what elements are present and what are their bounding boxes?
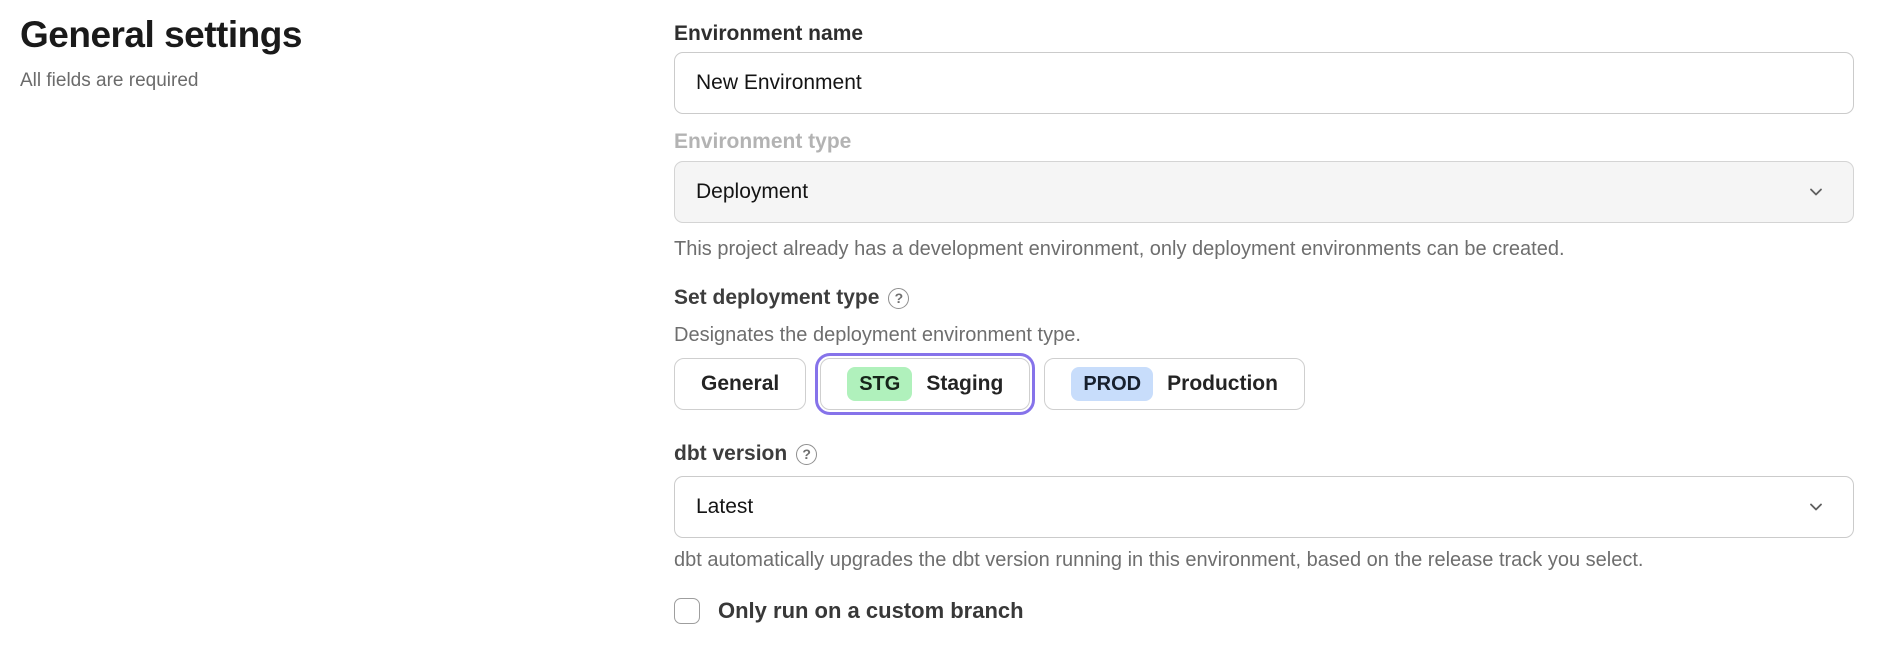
- environment-type-value: Deployment: [696, 180, 809, 203]
- page-title: General settings: [20, 14, 302, 55]
- chevron-down-icon: [1806, 182, 1826, 202]
- staging-badge: STG: [847, 367, 913, 401]
- page-subtitle: All fields are required: [20, 70, 199, 91]
- environment-form: Environment name Environment type Deploy…: [674, 0, 1854, 660]
- custom-branch-label[interactable]: Only run on a custom branch: [718, 598, 1024, 623]
- deployment-type-heading: Set deployment type ?: [674, 286, 1854, 310]
- dbt-version-helper: dbt automatically upgrades the dbt versi…: [674, 549, 1644, 571]
- dbt-version-value: Latest: [696, 495, 754, 518]
- chevron-down-icon: [1806, 497, 1826, 517]
- deployment-type-heading-text: Set deployment type: [674, 286, 880, 309]
- deployment-type-option-label: General: [701, 372, 780, 395]
- production-badge: PROD: [1071, 367, 1154, 401]
- help-icon[interactable]: ?: [888, 287, 910, 309]
- deployment-type-option-general[interactable]: General: [674, 358, 807, 410]
- deployment-type-option-label: Production: [1167, 372, 1278, 395]
- environment-name-label: Environment name: [674, 22, 864, 45]
- deployment-type-option-production[interactable]: PROD Production: [1044, 358, 1305, 410]
- environment-type-select: Deployment: [674, 161, 1854, 223]
- dbt-version-heading-text: dbt version: [674, 442, 788, 465]
- custom-branch-checkbox[interactable]: [674, 598, 700, 624]
- dbt-version-select[interactable]: Latest: [674, 476, 1854, 538]
- help-icon[interactable]: ?: [796, 443, 818, 465]
- dbt-version-heading: dbt version ?: [674, 442, 1854, 466]
- deployment-type-option-label: Staging: [926, 372, 1004, 395]
- settings-intro: General settings All fields are required: [20, 14, 302, 92]
- deployment-type-description: Designates the deployment environment ty…: [674, 324, 1081, 346]
- environment-type-label: Environment type: [674, 130, 852, 153]
- environment-name-input[interactable]: [674, 52, 1854, 114]
- environment-type-helper: This project already has a development e…: [674, 238, 1565, 260]
- deployment-type-option-staging[interactable]: STG Staging: [815, 353, 1036, 415]
